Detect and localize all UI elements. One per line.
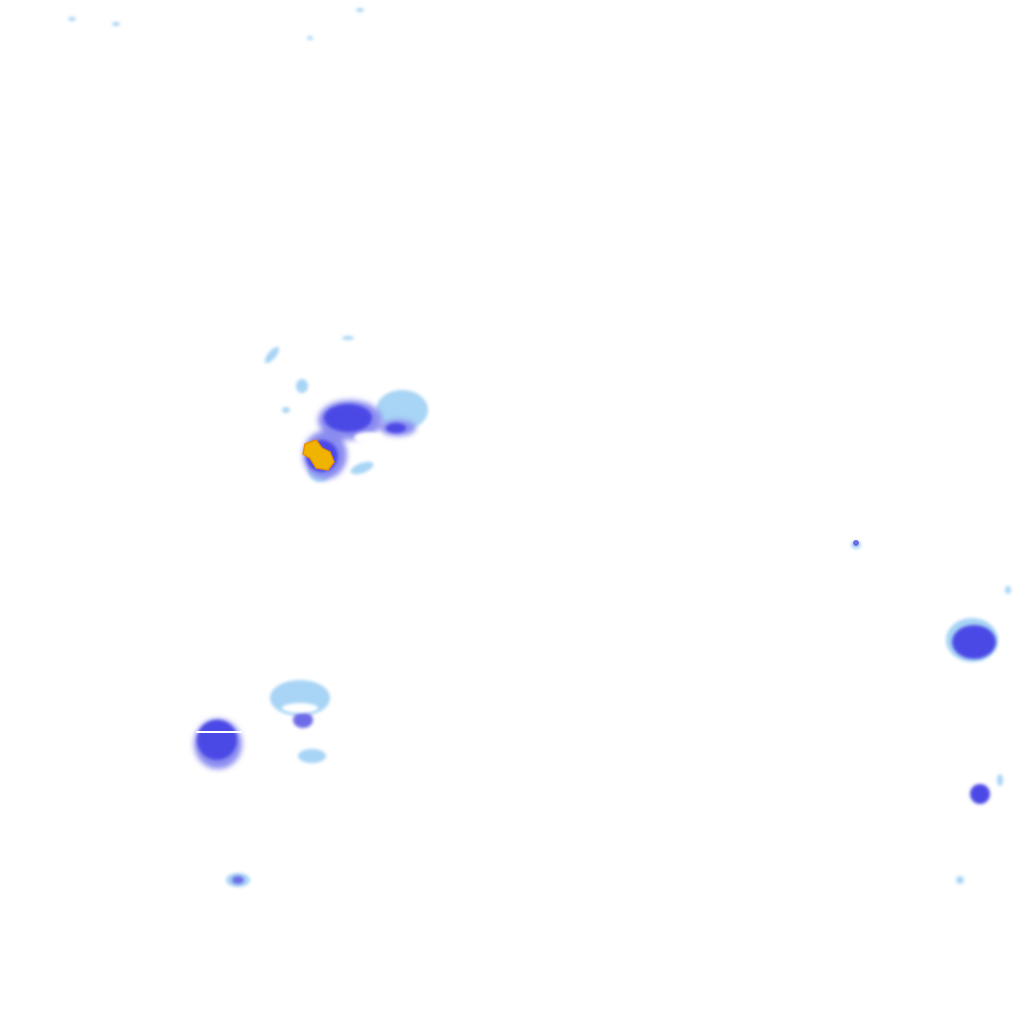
storm-cell-center [264,336,428,482]
precip-specks-top [68,8,364,40]
storm-cell-right [851,540,1011,884]
intense-core [302,439,335,471]
storm-cell-lower-left [194,680,330,887]
